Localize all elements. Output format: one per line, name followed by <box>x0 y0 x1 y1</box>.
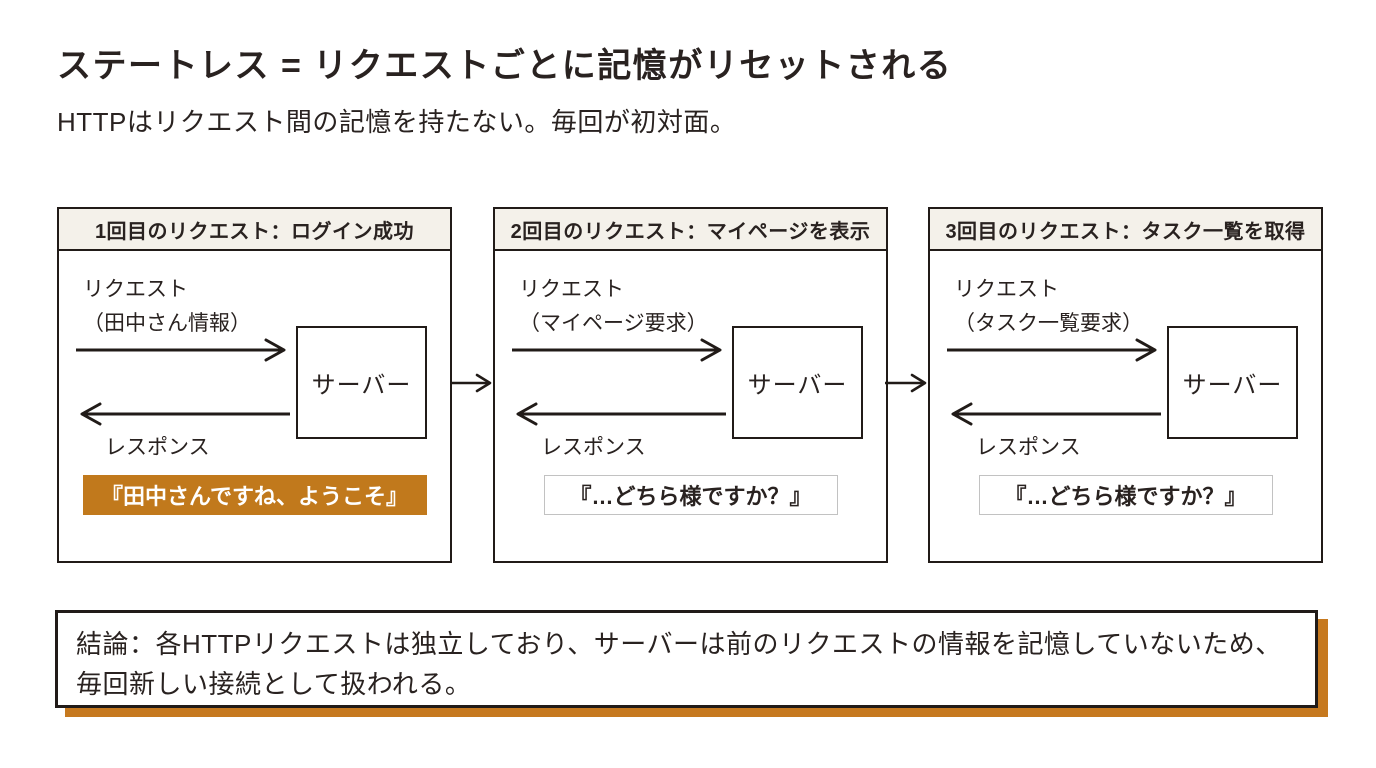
panel-link-arrow-icon <box>450 373 492 393</box>
panel-3-header: 3回目のリクエスト：タスク一覧を取得 <box>930 209 1321 251</box>
response-arrow-left-icon <box>516 402 726 426</box>
request-label: リクエスト （マイページ要求） <box>519 273 708 341</box>
request-label-line2: （タスク一覧要求） <box>954 312 1143 335</box>
server-box: サーバー <box>296 326 427 439</box>
panel-link-arrow-icon <box>885 373 927 393</box>
panel-2-header: 2回目のリクエスト：マイページを表示 <box>495 209 886 251</box>
conclusion-box: 結論：各HTTPリクエストは独立しており、サーバーは前のリクエストの情報を記憶し… <box>55 610 1318 708</box>
request-label: リクエスト （タスク一覧要求） <box>954 273 1143 341</box>
panel-2-body: リクエスト （マイページ要求） サーバー レスポンス 『…どちら様ですか？』 <box>495 251 886 557</box>
request-panel-3: 3回目のリクエスト：タスク一覧を取得 リクエスト （タスク一覧要求） サーバー … <box>928 207 1323 563</box>
request-arrow-right-icon <box>512 338 722 362</box>
request-label: リクエスト （田中さん情報） <box>83 273 251 341</box>
response-arrow-left-icon <box>80 402 290 426</box>
panel-3-body: リクエスト （タスク一覧要求） サーバー レスポンス 『…どちら様ですか？』 <box>930 251 1321 557</box>
server-box: サーバー <box>1167 326 1298 439</box>
request-panel-1: 1回目のリクエスト：ログイン成功 リクエスト （田中さん情報） サーバー レスポ… <box>57 207 452 563</box>
response-label: レスポンス <box>541 436 646 459</box>
request-label-line2: （田中さん情報） <box>83 312 251 335</box>
response-label: レスポンス <box>976 436 1081 459</box>
page-subtitle: HTTPはリクエスト間の記憶を持たない。毎回が初対面。 <box>57 107 737 137</box>
server-label: サーバー <box>311 372 412 399</box>
response-label: レスポンス <box>105 436 210 459</box>
request-label-line2: （マイページ要求） <box>519 312 708 335</box>
request-label-line1: リクエスト <box>954 278 1059 301</box>
panel-1-body: リクエスト （田中さん情報） サーバー レスポンス 『田中さんですね、ようこそ』 <box>59 251 450 557</box>
request-arrow-right-icon <box>76 338 286 362</box>
server-label: サーバー <box>747 372 848 399</box>
request-label-line1: リクエスト <box>519 278 624 301</box>
response-message-highlighted: 『田中さんですね、ようこそ』 <box>82 475 427 515</box>
request-arrow-right-icon <box>947 338 1157 362</box>
response-message: 『…どちら様ですか？』 <box>543 475 838 515</box>
server-box: サーバー <box>732 326 863 439</box>
server-label: サーバー <box>1182 372 1283 399</box>
response-arrow-left-icon <box>951 402 1161 426</box>
response-message: 『…どちら様ですか？』 <box>978 475 1273 515</box>
request-label-line1: リクエスト <box>83 278 188 301</box>
request-panel-2: 2回目のリクエスト：マイページを表示 リクエスト （マイページ要求） サーバー … <box>493 207 888 563</box>
page-title: ステートレス = リクエストごとに記憶がリセットされる <box>57 47 953 85</box>
panel-1-header: 1回目のリクエスト：ログイン成功 <box>59 209 450 251</box>
